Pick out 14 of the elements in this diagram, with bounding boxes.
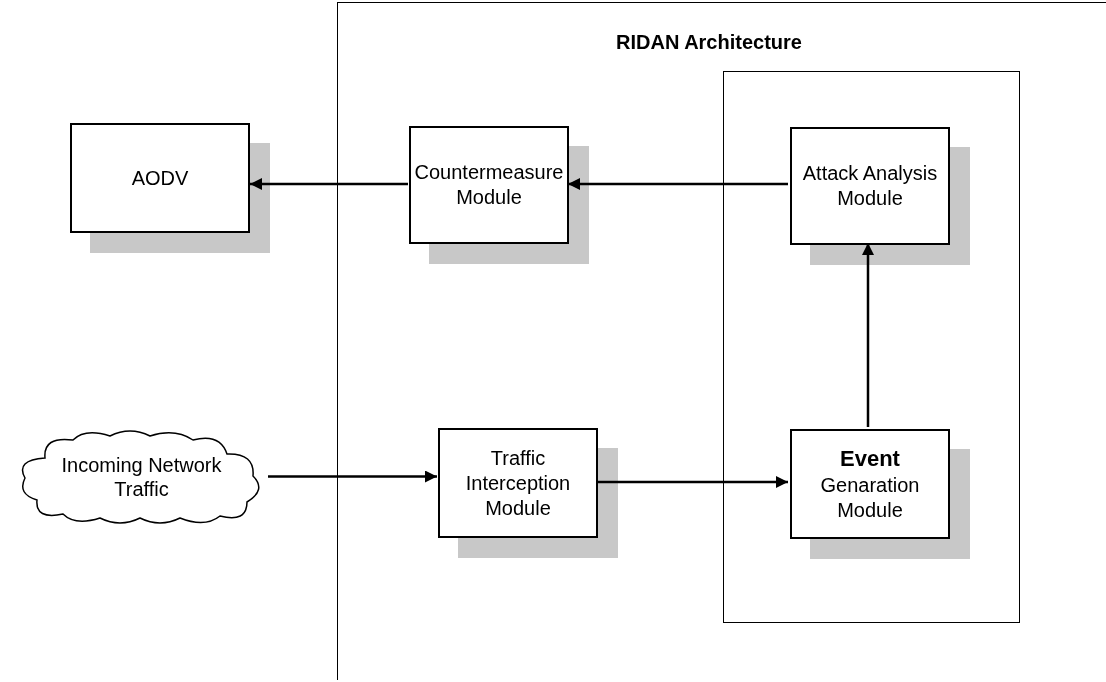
node-label: Attack Analysis Module xyxy=(801,161,939,211)
group-heading: RIDAN Architecture xyxy=(616,31,803,54)
group-frame xyxy=(337,2,1106,680)
arrow xyxy=(597,476,788,488)
node-label: Incoming Network Traffic xyxy=(60,452,223,501)
node-label: Event Genaration Module xyxy=(819,445,921,523)
node-label: Countermeasure Module xyxy=(413,160,565,210)
arrow xyxy=(862,243,874,427)
arrow xyxy=(250,178,408,190)
group-frame xyxy=(723,71,1020,623)
node-label: AODV xyxy=(131,165,189,191)
arrow xyxy=(568,178,788,190)
arrow xyxy=(268,470,437,483)
node-label: Traffic Interception Module xyxy=(464,445,572,521)
